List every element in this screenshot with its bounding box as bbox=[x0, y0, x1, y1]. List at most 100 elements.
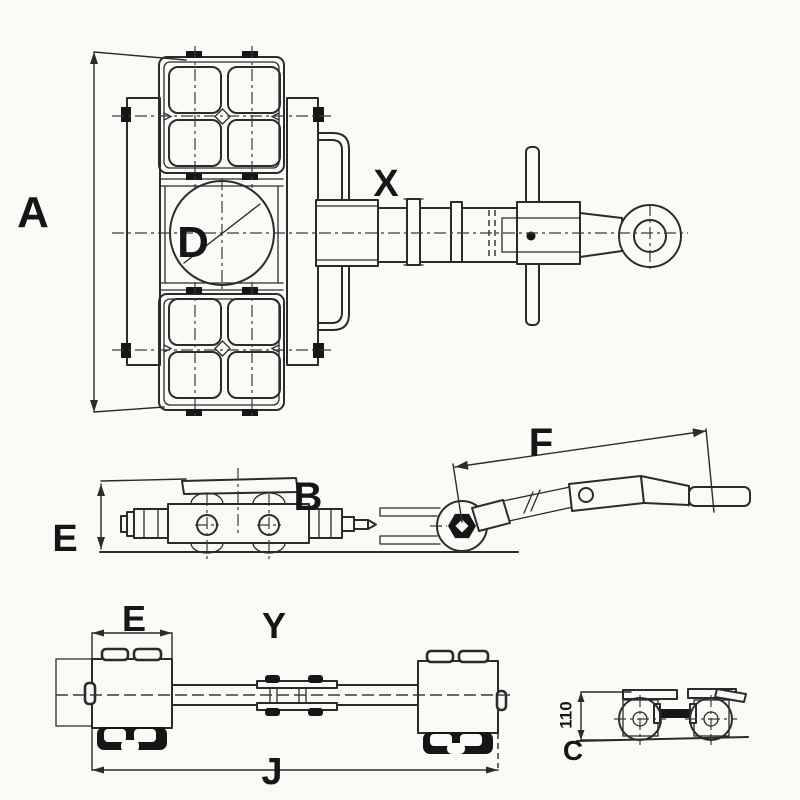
left-bracket bbox=[55, 658, 93, 727]
tow-bar bbox=[315, 146, 682, 326]
adjuster-rod bbox=[341, 516, 355, 532]
coupling-bolt-head bbox=[265, 675, 280, 683]
dim-a-arrow-top bbox=[90, 52, 98, 64]
front-view: E Y J bbox=[55, 598, 512, 793]
side-view-centerlines bbox=[195, 468, 447, 560]
detail-side-view: 110 C bbox=[557, 688, 749, 766]
center-coupling bbox=[256, 675, 338, 716]
coupling-bolt-head bbox=[308, 675, 323, 683]
hex-nut-right-facets bbox=[318, 508, 332, 539]
dim-110-arrow-top bbox=[577, 692, 585, 702]
washer-left bbox=[126, 511, 135, 537]
bolt-tip-left bbox=[120, 515, 128, 533]
dim-label-f: F bbox=[529, 421, 553, 465]
cassette-frame-outer bbox=[158, 293, 285, 411]
tiller-socket-lines bbox=[501, 217, 581, 253]
skirt-arch bbox=[447, 743, 465, 754]
swivel-top-plate bbox=[181, 477, 299, 495]
dim-label-j: J bbox=[261, 751, 282, 793]
dim-label-d: D bbox=[177, 218, 209, 267]
top-plate-left bbox=[622, 689, 678, 700]
edge-notches bbox=[163, 344, 280, 353]
roller bbox=[227, 351, 281, 399]
dim-e-front-arrow-right bbox=[160, 629, 172, 637]
label-b: B bbox=[294, 475, 323, 519]
dim-label-e-front: E bbox=[122, 598, 146, 639]
hex-nut-left-facets bbox=[143, 508, 159, 539]
cassette-frame-outer bbox=[158, 56, 285, 174]
dim-label-110: 110 bbox=[557, 701, 576, 728]
coupling-bolt-head bbox=[265, 708, 280, 716]
roller-arcs-bottom bbox=[190, 542, 286, 554]
side-view: E B F bbox=[52, 421, 751, 560]
tiller-pivot-pin bbox=[526, 231, 536, 241]
edge-notches bbox=[163, 112, 280, 121]
dim-e-front-arrow-left bbox=[92, 629, 104, 637]
block-top-tab bbox=[100, 647, 130, 662]
pivot-fork-bands bbox=[379, 507, 441, 545]
dim-a-arrow-bottom bbox=[90, 400, 98, 412]
dim-e-side-arrow-top bbox=[97, 484, 105, 496]
joint-flange bbox=[406, 198, 421, 266]
handle-end-section bbox=[688, 486, 751, 507]
center-diamond bbox=[214, 340, 231, 357]
handle-hole bbox=[578, 487, 594, 503]
block-top-tab bbox=[132, 647, 163, 662]
handle-link-bar bbox=[502, 486, 574, 522]
skirt-slot bbox=[134, 729, 156, 742]
joint-flange-2 bbox=[450, 201, 463, 263]
dim-e-side-arrow-bottom bbox=[97, 537, 105, 549]
joint-flange-caps bbox=[403, 198, 424, 266]
block-top-tab bbox=[425, 649, 455, 664]
label-c: C bbox=[563, 735, 583, 766]
label-y: Y bbox=[262, 605, 286, 646]
top-view-centerlines bbox=[112, 46, 688, 420]
hex-nut-left bbox=[133, 508, 169, 539]
tow-bar-mid bbox=[377, 207, 519, 263]
axle-bar bbox=[659, 709, 691, 718]
push-handle-tube bbox=[317, 132, 350, 331]
dim-f-arrow-left bbox=[455, 460, 469, 470]
block-top-tab bbox=[457, 649, 490, 664]
dim-label-a: A bbox=[17, 188, 49, 237]
roller bbox=[227, 119, 281, 167]
tow-bar-root-lines bbox=[315, 205, 379, 261]
coupling-plate-bottom bbox=[256, 702, 338, 711]
left-skirt bbox=[97, 727, 167, 752]
right-roller-block bbox=[417, 660, 499, 734]
eye-neck-taper bbox=[579, 212, 623, 258]
block-side-tab bbox=[83, 681, 97, 706]
roller bbox=[168, 66, 222, 114]
adjuster-rod-tip bbox=[367, 519, 377, 530]
skirt-slot bbox=[460, 734, 482, 746]
skirt-slot bbox=[430, 734, 452, 746]
right-skirt bbox=[423, 732, 493, 754]
dim-label-x: X bbox=[373, 163, 399, 205]
skirt-arch bbox=[121, 740, 139, 752]
coupling-plate-top bbox=[256, 680, 338, 689]
dim-f-arrow-right bbox=[692, 428, 706, 438]
roller-arcs-top bbox=[190, 492, 286, 505]
telescope-joint-hidden bbox=[488, 210, 496, 260]
handle-break-marks bbox=[523, 489, 541, 514]
dim-f-lines bbox=[452, 428, 715, 523]
left-roller-block bbox=[91, 658, 173, 729]
pivot-bolt-center bbox=[455, 519, 469, 533]
roller bbox=[227, 66, 281, 114]
top-view-plan: A D X bbox=[17, 46, 688, 420]
roller bbox=[227, 298, 281, 346]
block-side-tab bbox=[495, 689, 508, 712]
coupling-bolt-head bbox=[308, 708, 323, 716]
dim-j-arrow-left bbox=[92, 766, 104, 774]
adjuster-rod-thin bbox=[353, 519, 369, 530]
latch-lever bbox=[714, 688, 747, 703]
dim-a-lines bbox=[93, 51, 187, 413]
hex-nut-right bbox=[308, 508, 343, 539]
handle-clevis bbox=[471, 499, 511, 532]
dim-label-e-side: E bbox=[52, 518, 77, 560]
dim-110-arrow-bottom bbox=[577, 730, 585, 740]
skirt-slot bbox=[104, 729, 126, 742]
dim-j-arrow-right bbox=[486, 766, 498, 774]
